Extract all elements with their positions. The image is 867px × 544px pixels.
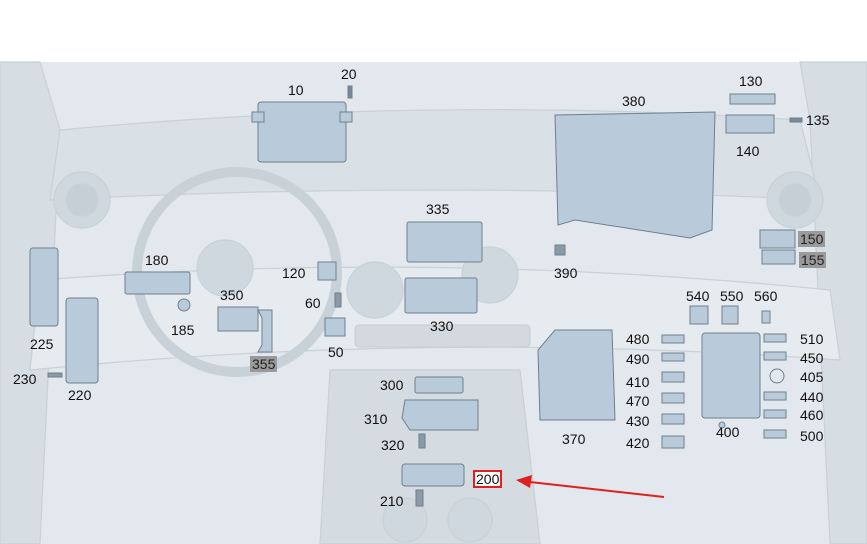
part-label-550: 550 [720,288,744,304]
part-380-unit [554,111,716,256]
part-460-fuse [763,409,787,419]
part-label-320: 320 [381,437,405,453]
part-150-unit [759,229,796,249]
part-label-405: 405 [800,369,824,385]
part-500-fuse [763,429,787,439]
part-540-relay [689,305,709,325]
part-label-480: 480 [626,331,650,347]
part-60-screw [334,292,342,308]
part-label-50: 50 [328,344,344,360]
part-20-screw [347,85,353,99]
part-130-bracket [729,93,776,105]
part-label-180: 180 [145,252,169,268]
part-label-560: 560 [754,288,778,304]
part-label-20: 20 [341,66,357,82]
part-label-185: 185 [171,322,195,338]
part-label-330: 330 [430,318,454,334]
part-label-370: 370 [562,431,586,447]
part-label-310: 310 [364,411,388,427]
part-label-510: 510 [800,331,824,347]
part-label-335: 335 [426,201,450,217]
part-350-unit [217,306,259,332]
part-label-490: 490 [626,351,650,367]
part-label-400: 400 [716,424,740,440]
part-10-unit [251,101,353,163]
part-135-screw [789,117,803,123]
part-510-fuse [763,333,787,343]
part-430-fuse [661,413,685,425]
part-440-fuse [763,391,787,401]
part-180-unit [124,271,191,295]
part-330-unit [404,277,478,314]
part-120-switch [317,261,337,281]
part-label-220: 220 [68,387,92,403]
part-550-relay [721,305,739,325]
part-label-450: 450 [800,350,824,366]
part-210-screw [415,489,424,507]
part-label-230: 230 [13,371,37,387]
part-label-130: 130 [739,73,763,89]
part-155-unit [761,249,796,265]
part-310-unit [401,399,479,431]
part-50-switch [324,317,346,337]
part-185-nut [177,298,191,312]
part-470-fuse [661,392,685,404]
part-225-unit [29,247,59,327]
part-label-155: 155 [799,252,827,268]
part-420-fuse [661,435,685,449]
part-140-bracket [725,114,775,134]
part-480-fuse [661,334,685,344]
part-label-440: 440 [800,389,824,405]
part-label-300: 300 [380,377,404,393]
part-label-200-highlighted: 200 [473,470,503,488]
part-label-410: 410 [626,374,650,390]
part-400-fusebox [701,332,761,429]
part-370-unit [537,329,616,421]
part-220-unit [65,297,99,384]
part-335-unit [406,221,483,263]
part-label-10: 10 [288,82,304,98]
part-label-380: 380 [622,93,646,109]
highlight-arrow [516,475,665,498]
part-label-120: 120 [282,265,306,281]
part-405-ring [769,368,785,384]
part-230-screw [47,372,63,378]
part-label-135: 135 [806,112,830,128]
part-320-screw [418,433,426,449]
part-label-540: 540 [686,288,710,304]
part-490-fuse [661,352,685,362]
part-410-fuse [661,371,685,383]
part-label-60: 60 [305,295,321,311]
part-355-bracket [257,309,273,353]
part-560-clip [761,310,771,324]
part-label-500: 500 [800,428,824,444]
part-label-420: 420 [626,435,650,451]
part-label-350: 350 [220,287,244,303]
part-label-470: 470 [626,393,650,409]
part-label-210: 210 [380,493,404,509]
part-label-430: 430 [626,413,650,429]
part-200-unit [401,463,465,487]
part-label-460: 460 [800,407,824,423]
part-300-unit [414,376,464,394]
part-label-355: 355 [250,356,278,372]
part-450-fuse [763,351,787,361]
part-label-225: 225 [30,336,54,352]
part-label-140: 140 [736,143,760,159]
components [29,85,803,507]
part-label-390: 390 [554,265,578,281]
part-label-150: 150 [798,231,826,247]
